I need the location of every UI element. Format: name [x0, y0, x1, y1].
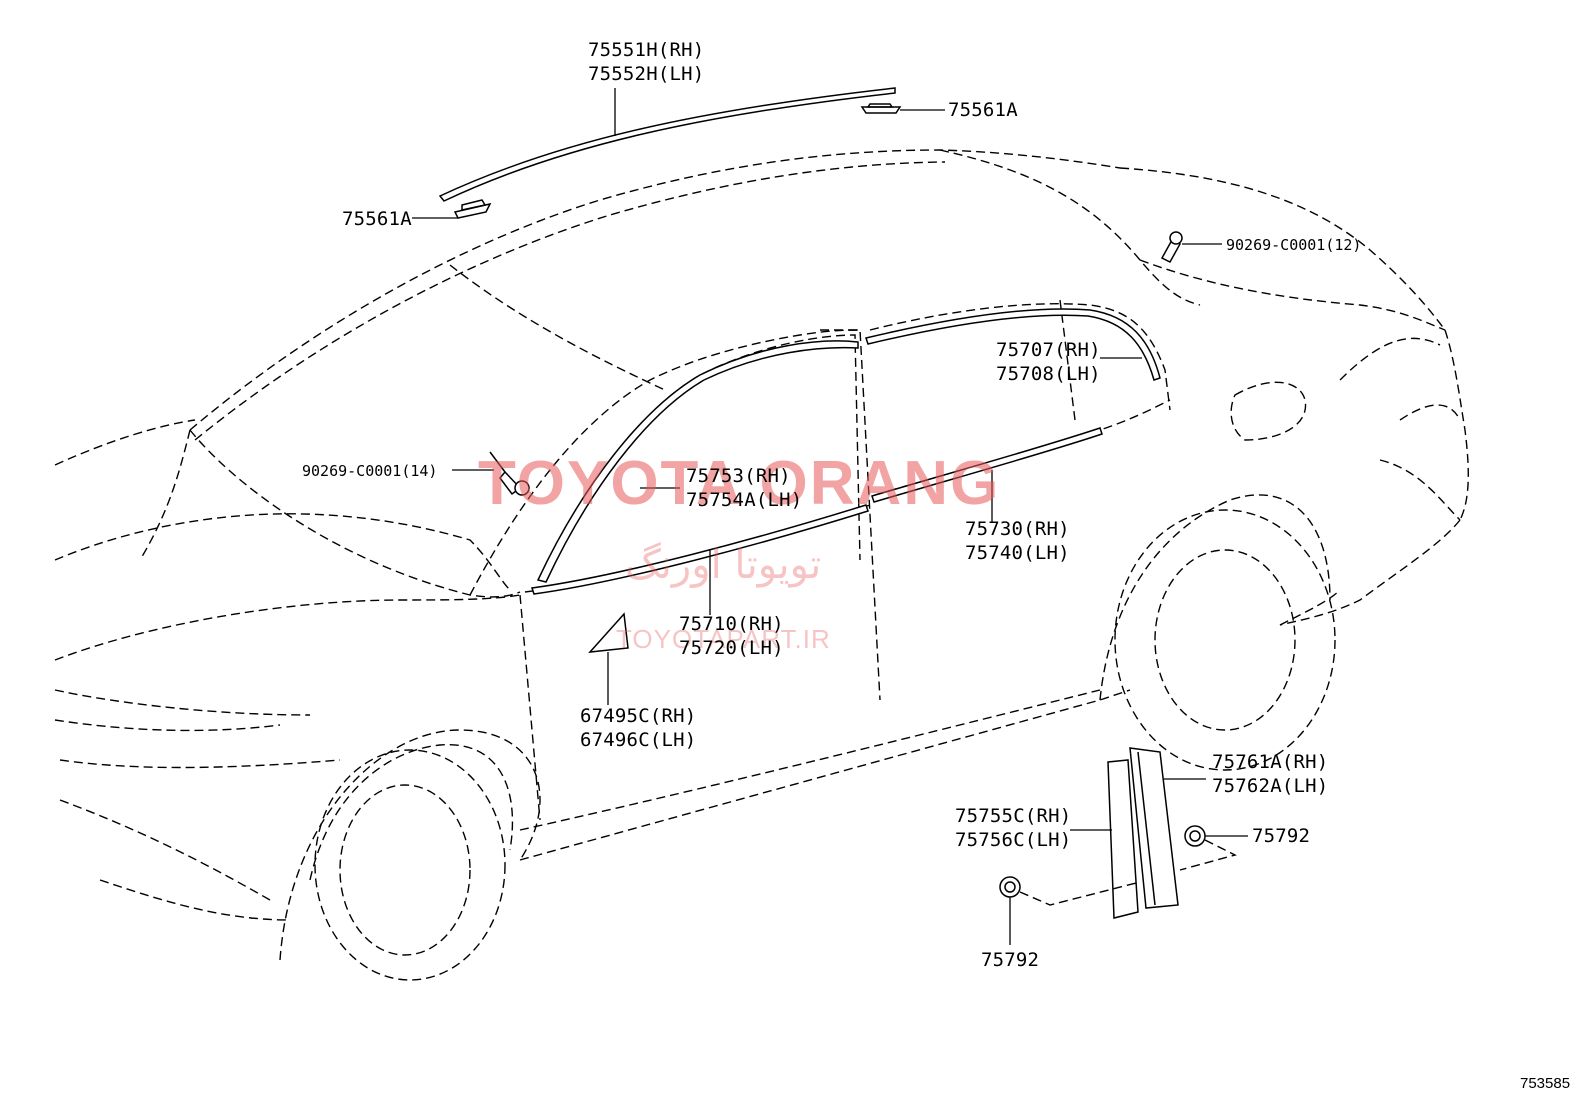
label-clip-lower: 75792 — [981, 949, 1039, 971]
label-mirror-cover-lh: 67496C(LH) — [580, 729, 696, 751]
rivet-rear — [1160, 231, 1183, 263]
roof-clip-front — [453, 199, 492, 219]
label-mirror-cover-rh: 67495C(RH) — [580, 705, 696, 727]
front-belt-molding — [531, 504, 869, 595]
label-roof-clip-front: 75561A — [342, 208, 412, 230]
label-pillar-outer-rh: 75755C(RH) — [955, 805, 1071, 827]
label-rear-door-frame-lh: 75708(LH) — [996, 363, 1101, 385]
label-rear-door-frame-rh: 75707(RH) — [996, 339, 1101, 361]
label-roof-molding-lh: 75552H(LH) — [588, 63, 704, 85]
figure-number: 753585 — [1520, 1075, 1570, 1092]
label-front-belt-rh: 75710(RH) — [679, 613, 784, 635]
pillar-clip-upper — [1184, 825, 1206, 847]
label-pillar-garnish-rh: 75761A(RH) — [1212, 751, 1328, 773]
label-rivet-rear: 90269-C0001(12) — [1226, 236, 1361, 254]
rear-belt-molding — [871, 427, 1103, 503]
label-roof-clip-rear: 75561A — [948, 99, 1018, 121]
rivet-front — [489, 451, 530, 496]
label-pillar-garnish-lh: 75762A(LH) — [1212, 775, 1328, 797]
label-clip-upper: 75792 — [1252, 825, 1310, 847]
label-rear-belt-lh: 75740(LH) — [965, 542, 1070, 564]
rear-door-frame-molding — [865, 308, 1161, 381]
label-front-belt-lh: 75720(LH) — [679, 637, 784, 659]
pillar-outer-garnish — [1107, 759, 1139, 919]
pillar-clip-lower — [999, 876, 1021, 898]
roof-clip-rear — [860, 103, 902, 114]
label-front-door-frame-rh: 75753(RH) — [686, 465, 791, 487]
roof-molding — [438, 87, 896, 202]
label-rivet-front: 90269-C0001(14) — [302, 462, 437, 480]
label-front-door-frame-lh: 75754A(LH) — [686, 489, 802, 511]
label-pillar-outer-lh: 75756C(LH) — [955, 829, 1071, 851]
label-roof-molding-rh: 75551H(RH) — [588, 39, 704, 61]
front-door-frame-molding — [536, 340, 859, 583]
mirror-cover — [588, 612, 629, 653]
watermark-brand: TOYOTA ORANG — [478, 449, 1000, 518]
watermark-persian: تویوتا اورنگ — [625, 542, 821, 588]
label-rear-belt-rh: 75730(RH) — [965, 518, 1070, 540]
pillar-garnish — [1129, 747, 1179, 909]
watermark-url: TOYOTAPART.IR — [616, 624, 831, 654]
leader-lines — [412, 88, 1248, 945]
